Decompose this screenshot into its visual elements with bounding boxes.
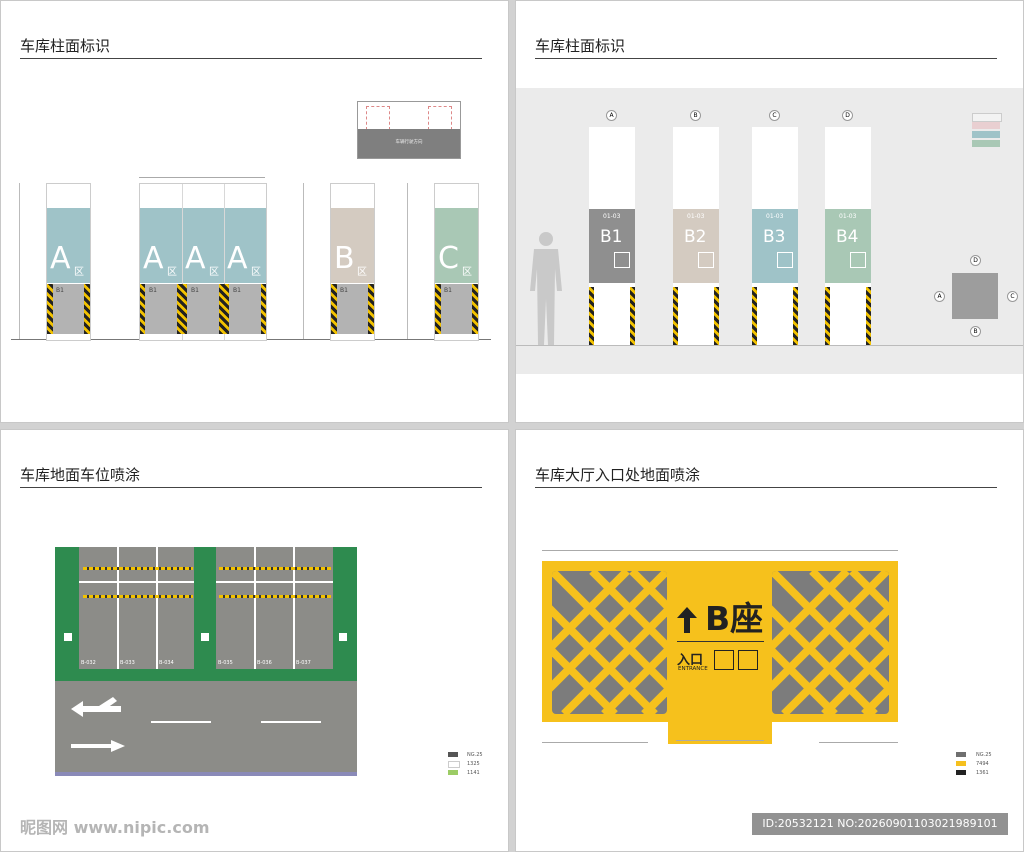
plan-marker-bottom: B <box>970 326 981 337</box>
column-marker: C <box>769 110 780 121</box>
column-marker: A <box>606 110 617 121</box>
elevator-icon <box>738 650 758 670</box>
legend-code: NG.25 <box>976 752 992 758</box>
center-divider <box>677 641 764 642</box>
panel-column-signage-render: 车库柱面标识 A 01-03 B1 B 01-03 B2 <box>515 0 1024 423</box>
entrance-floor-graphic: B座 入口 ENTRANCE <box>542 561 898 722</box>
zone-suffix: 区 <box>74 267 84 278</box>
zone-letter: A <box>50 241 71 276</box>
straight-arrow-icon <box>71 740 125 752</box>
level-label: B1 <box>444 287 452 294</box>
hanging-sign-label: 车辆行驶方向 <box>395 140 423 145</box>
title-rule <box>535 487 997 488</box>
space-code: B-037 <box>296 660 311 666</box>
column-range: 01-03 <box>603 213 621 220</box>
parking-plan: B-032 B-033 B-034 B-035 B-036 B-037 <box>55 547 357 681</box>
plan-marker-top: D <box>970 255 981 266</box>
id-watermark: ID:20532121 NO:20260901103021989101 <box>752 813 1008 835</box>
column-elevation-a-wide: A 区 A 区 A 区 B1 B1 B1 <box>139 183 267 341</box>
legend-code: 1141 <box>467 770 480 776</box>
space-code: B-035 <box>218 660 233 666</box>
column-elevation-c: C 区 B1 <box>434 183 479 341</box>
lane-edge <box>55 772 357 776</box>
level-label: B1 <box>340 287 348 294</box>
building-label: B座 <box>705 599 764 638</box>
paint-legend: NG.25 1325 1141 <box>448 752 488 782</box>
plan-marker-right: C <box>1007 291 1018 302</box>
zone-suffix: 区 <box>462 267 472 278</box>
space-code: B-033 <box>120 660 135 666</box>
zone-suffix: 区 <box>357 267 367 278</box>
legend-code: 1361 <box>976 770 989 776</box>
zone-letter: B <box>334 241 355 276</box>
site-watermark: 昵图网 www.nipic.com <box>20 818 210 837</box>
entrance-base-strip <box>668 722 772 744</box>
floor-line <box>516 345 1023 346</box>
column-marker: B <box>690 110 701 121</box>
left-crosshatch <box>552 571 667 714</box>
swatch-legend <box>972 113 1002 153</box>
render-column-1: A 01-03 B1 <box>589 110 635 345</box>
plan-marker-left: A <box>934 291 945 302</box>
space-code: B-032 <box>81 660 96 666</box>
panel-title: 车库大厅入口处地面喷涂 <box>535 466 701 484</box>
title-rule <box>20 487 482 488</box>
driving-lane <box>55 681 357 772</box>
column-code: B2 <box>684 227 707 247</box>
render-column-4: D 01-03 B4 <box>825 110 871 345</box>
zone-suffix: 区 <box>251 267 261 278</box>
entrance-en-label: ENTRANCE <box>678 666 708 672</box>
zone-letter: A <box>227 241 248 276</box>
panel-title: 车库柱面标识 <box>535 37 626 55</box>
level-label: B1 <box>149 287 157 294</box>
title-rule <box>20 58 482 59</box>
space-code: B-036 <box>257 660 272 666</box>
column-code: B4 <box>836 227 859 247</box>
level-label: B1 <box>233 287 241 294</box>
column-range: 01-03 <box>839 213 857 220</box>
zone-suffix: 区 <box>209 267 219 278</box>
escalator-icon <box>714 650 734 670</box>
column-elevation-a: A 区 B1 <box>46 183 91 341</box>
zone-letter: A <box>185 241 206 276</box>
panel-parking-floor-painting: 车库地面车位喷涂 B-032 B-033 B-034 B-035 B-036 B… <box>0 429 509 852</box>
hanging-direction-sign: 车辆行驶方向 <box>357 101 461 159</box>
up-arrow-icon <box>677 607 697 633</box>
left-turn-arrow-icon <box>71 697 121 717</box>
person-silhouette <box>530 232 562 345</box>
column-code: B1 <box>600 227 623 247</box>
panel-title: 车库柱面标识 <box>20 37 111 55</box>
zone-letter: C <box>438 241 459 276</box>
render-column-3: C 01-03 B3 <box>752 110 798 345</box>
panel-title: 车库地面车位喷涂 <box>20 466 141 484</box>
panel-hall-entrance-painting: 车库大厅入口处地面喷涂 <box>515 429 1024 852</box>
panel-column-signage-elevation: 车库柱面标识 车辆行驶方向 A 区 B1 A 区 A 区 A 区 <box>0 0 509 423</box>
level-label: B1 <box>56 287 64 294</box>
paint-legend: NG.25 7494 1361 <box>956 752 1001 782</box>
column-plan-diagram <box>952 273 998 319</box>
column-range: 01-03 <box>687 213 705 220</box>
legend-code: 1325 <box>467 761 480 767</box>
zone-suffix: 区 <box>167 267 177 278</box>
column-marker: D <box>842 110 853 121</box>
column-elevation-b: B 区 B1 <box>330 183 375 341</box>
entrance-cn-label: 入口 <box>677 653 704 668</box>
render-column-2: B 01-03 B2 <box>673 110 719 345</box>
column-range: 01-03 <box>766 213 784 220</box>
legend-code: 7494 <box>976 761 989 767</box>
level-label: B1 <box>191 287 199 294</box>
space-code: B-034 <box>159 660 174 666</box>
right-crosshatch <box>772 571 889 714</box>
column-code: B3 <box>763 227 786 247</box>
legend-code: NG.25 <box>467 752 483 758</box>
title-rule <box>535 58 997 59</box>
zone-letter: A <box>143 241 164 276</box>
